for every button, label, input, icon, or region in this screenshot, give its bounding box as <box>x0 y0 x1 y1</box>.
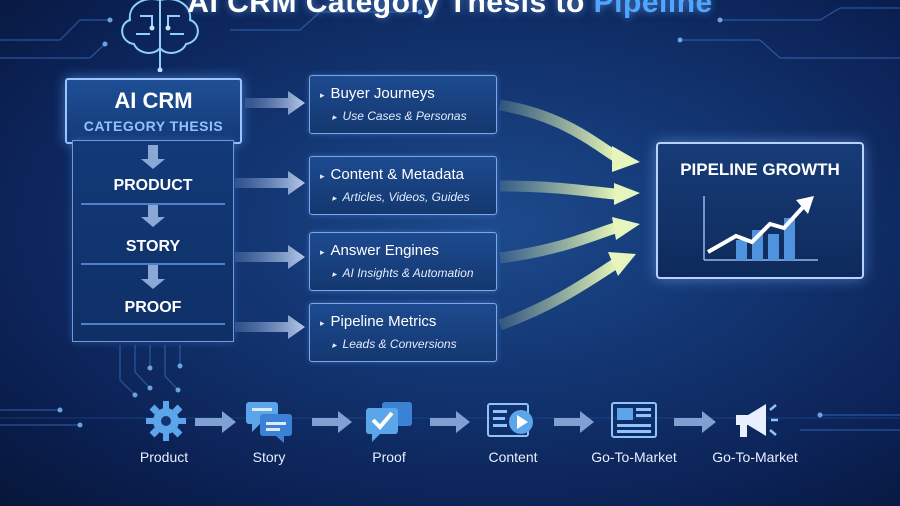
bottom-label-story: Story <box>252 449 286 465</box>
gear-icon <box>146 401 186 441</box>
stack-divider <box>81 203 225 205</box>
stack-arrows <box>141 145 165 289</box>
curve-arrow-3 <box>499 222 617 264</box>
bottom-label-content: Content <box>488 449 538 465</box>
pipeline-growth-title: PIPELINE GROWTH <box>680 160 840 179</box>
channel-content-metadata: ▸Content & Metadata ▸Articles, Videos, G… <box>309 156 497 215</box>
channel-buyer-journeys: ▸Buyer Journeys ▸Use Cases & Personas <box>309 75 497 134</box>
arrow-to-pipeline-metrics <box>235 315 305 339</box>
stack-divider <box>81 263 225 265</box>
stack-item-proof: PROOF <box>124 299 182 316</box>
stack-item-product: PRODUCT <box>113 177 193 194</box>
thesis-subtitle: CATEGORY THESIS <box>83 118 224 134</box>
page-title: AI CRM Category Thesis to Pipeline <box>187 0 713 19</box>
arrow-to-buyer-journeys <box>245 91 305 115</box>
thesis-box: AI CRM CATEGORY THESIS <box>65 78 242 144</box>
bottom-label-go-to-market-1: Go-To-Market <box>591 449 677 465</box>
stack-item-story: STORY <box>125 238 181 255</box>
chat-bubbles-icon <box>246 402 292 443</box>
bottom-label-proof: Proof <box>372 449 406 465</box>
thesis-title: AI CRM <box>114 88 193 113</box>
arrow-to-content <box>235 171 305 195</box>
bottom-label-product: Product <box>139 449 189 465</box>
channel-pipeline-metrics: ▸Pipeline Metrics ▸Leads & Conversions <box>309 303 497 362</box>
pipeline-growth-box: PIPELINE GROWTH <box>656 142 864 279</box>
video-play-icon <box>487 403 533 437</box>
curve-arrow-4 <box>498 259 618 331</box>
curve-arrow-2 <box>499 180 616 200</box>
curve-arrow-1 <box>499 99 618 161</box>
arrow-to-answer-engines <box>235 245 305 269</box>
stack-divider <box>81 323 225 325</box>
growth-chart-icon <box>703 196 818 261</box>
checkmark-chat-icon <box>366 402 412 442</box>
channel-answer-engines: ▸Answer Engines ▸AI Insights & Automatio… <box>309 232 497 291</box>
newspaper-icon <box>611 402 657 438</box>
brain-icon <box>121 0 199 72</box>
megaphone-icon <box>736 404 778 437</box>
bottom-label-go-to-market-2: Go-To-Market <box>712 449 798 465</box>
thesis-stack: PRODUCT STORY PROOF <box>72 140 234 342</box>
